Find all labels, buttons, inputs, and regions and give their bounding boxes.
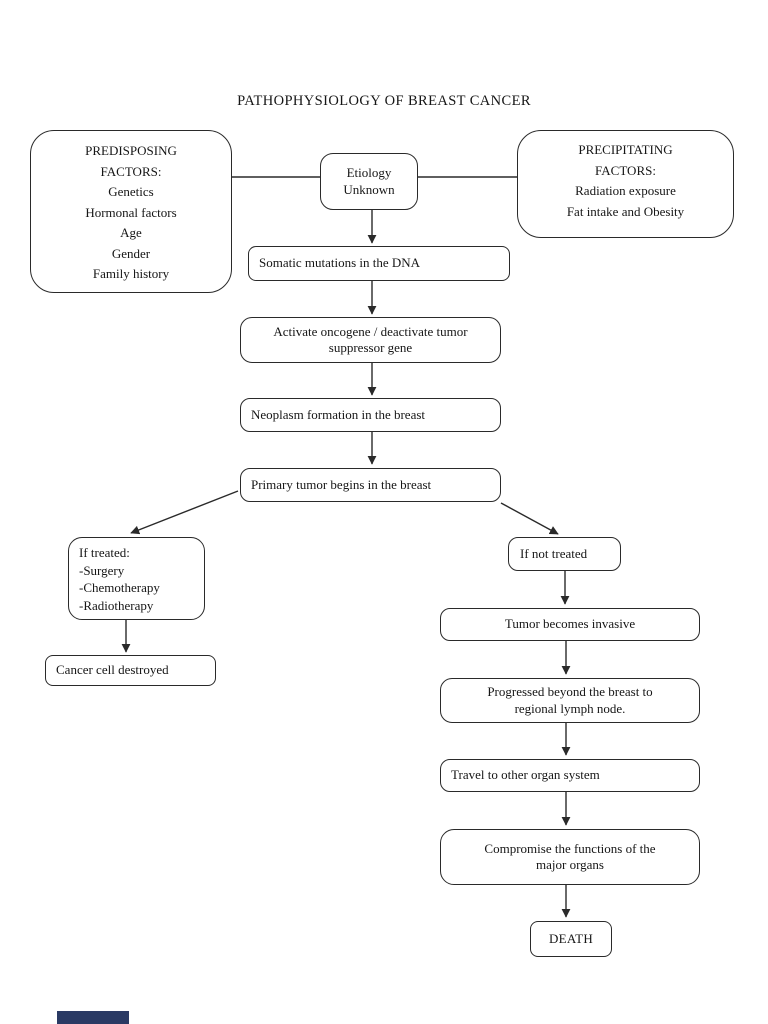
predisposing-line: Gender (111, 245, 151, 261)
node-compromise-organs: Compromise the functions of the major or… (440, 829, 700, 885)
precipitating-line: PRECIPITATING (578, 142, 673, 157)
node-label: Tumor becomes invasive (504, 616, 636, 632)
page-loading-indicator (57, 1011, 129, 1024)
predisposing-line: Age (120, 225, 142, 240)
node-activate-oncogene: Activate oncogene / deactivate tumor sup… (240, 317, 501, 363)
if-treated-line: If treated: (79, 545, 130, 560)
node-primary-tumor: Primary tumor begins in the breast (240, 468, 501, 502)
predisposing-line: FACTORS: (100, 163, 162, 179)
page-title: PATHOPHYSIOLOGY OF BREAST CANCER (237, 93, 531, 109)
node-label: Progressed beyond the breast to regional… (487, 684, 653, 716)
edge-primary-if-not-treated (500, 502, 559, 535)
precipitating-line: Radiation exposure (575, 183, 676, 198)
node-cancer-cell-destroyed: Cancer cell destroyed (45, 655, 216, 686)
node-somatic-mutations: Somatic mutations in the DNA (248, 246, 510, 281)
etiology-line: Unknown (343, 181, 395, 197)
node-progressed-lymph: Progressed beyond the breast to regional… (440, 678, 700, 723)
node-tumor-invasive: Tumor becomes invasive (440, 608, 700, 641)
node-label: Cancer cell destroyed (56, 662, 169, 678)
if-treated-line: -Radiotherapy (79, 597, 154, 613)
node-label: Compromise the functions of the major or… (484, 840, 656, 873)
predisposing-line: Genetics (108, 184, 154, 199)
node-label: If not treated (520, 545, 588, 561)
node-label: Neoplasm formation in the breast (251, 406, 426, 422)
node-death: DEATH (530, 921, 612, 957)
etiology-line: Etiology (346, 165, 392, 180)
predisposing-line: Hormonal factors (85, 204, 177, 220)
precipitating-line: FACTORS: (595, 162, 656, 178)
edge-primary-if-treated (130, 490, 239, 535)
node-travel-organ-system: Travel to other organ system (440, 759, 700, 792)
node-if-treated: If treated: -Surgery -Chemotherapy -Radi… (68, 537, 205, 620)
node-label: Travel to other organ system (451, 767, 600, 783)
node-precipitating-factors: PRECIPITATING FACTORS: Radiation exposur… (517, 130, 734, 238)
node-etiology-unknown: Etiology Unknown (320, 153, 418, 210)
node-label: DEATH (548, 930, 594, 946)
node-if-not-treated: If not treated (508, 537, 621, 571)
predisposing-line: PREDISPOSING (85, 143, 177, 158)
node-neoplasm-formation: Neoplasm formation in the breast (240, 398, 501, 432)
node-label: Somatic mutations in the DNA (259, 255, 421, 271)
node-label: Activate oncogene / deactivate tumor sup… (273, 323, 468, 356)
if-treated-line: -Chemotherapy (79, 580, 160, 595)
precipitating-line: Fat intake and Obesity (566, 203, 685, 219)
if-treated-line: -Surgery (79, 562, 125, 578)
node-predisposing-factors: PREDISPOSING FACTORS: Genetics Hormonal … (30, 130, 232, 293)
node-label: Primary tumor begins in the breast (251, 476, 432, 492)
predisposing-line: Family history (92, 266, 170, 281)
